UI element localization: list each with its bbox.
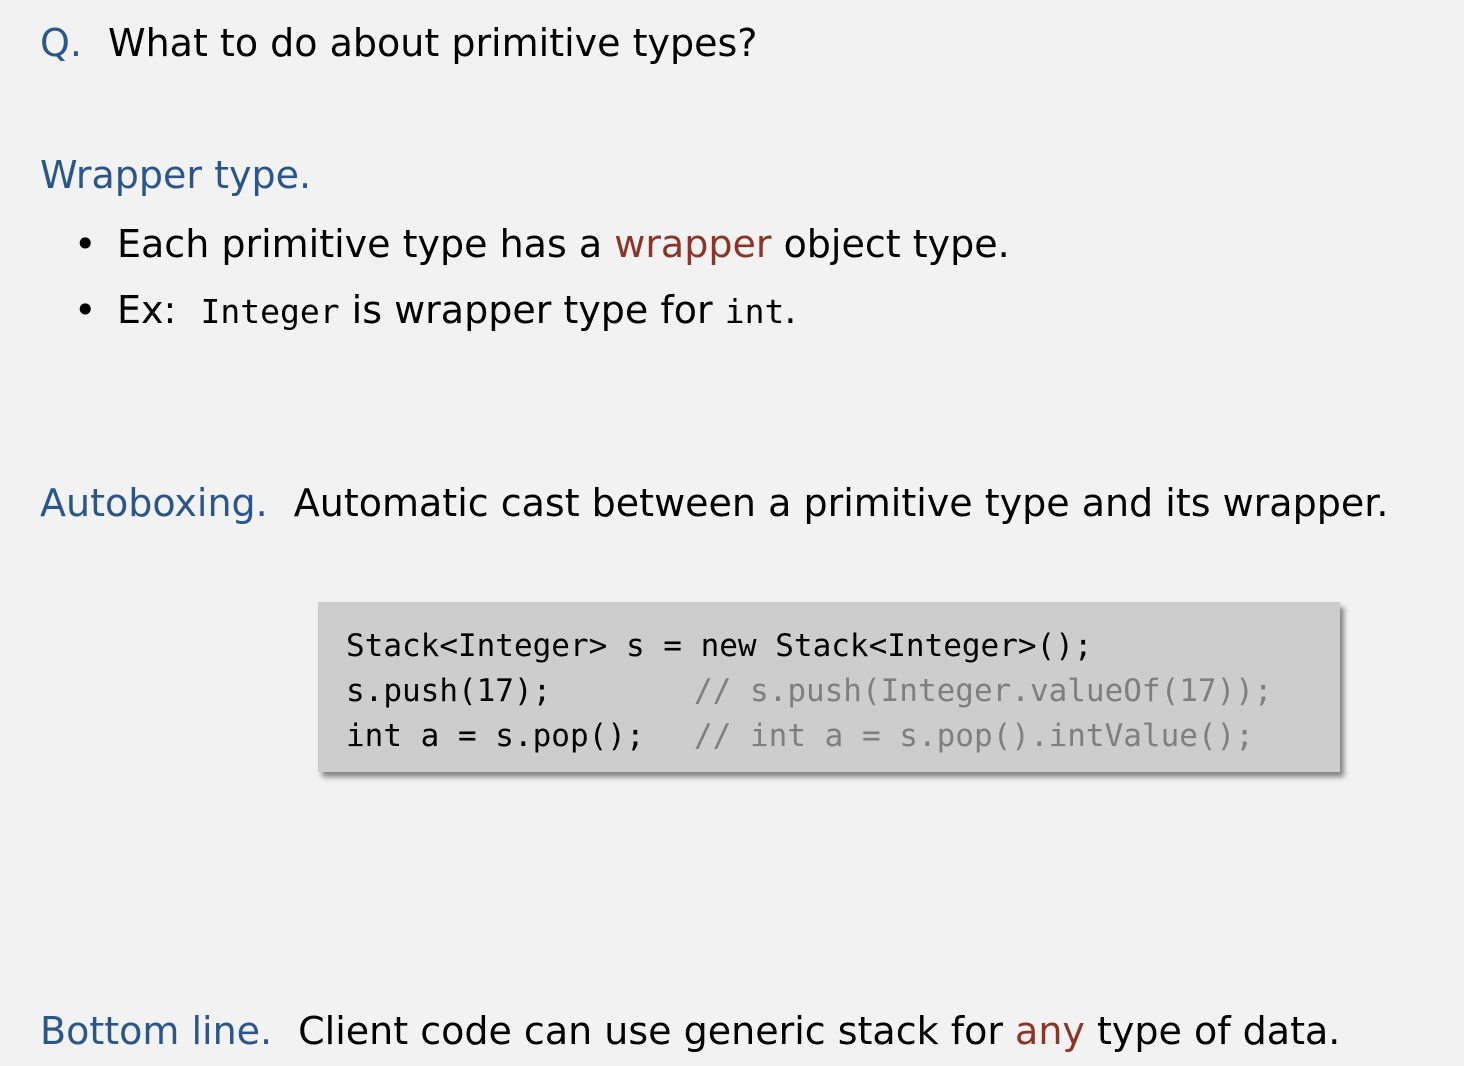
bullet-dot: •	[74, 222, 97, 266]
period: .	[784, 288, 797, 332]
int-code: int	[724, 292, 785, 331]
question-prefix: Q.	[40, 21, 82, 65]
example-prefix: Ex:	[117, 288, 177, 332]
code-statement: int a = s.pop();	[346, 718, 645, 754]
question-text: What to do about primitive types?	[108, 21, 758, 65]
bottom-line: Bottom line. Client code can use generic …	[40, 1012, 1340, 1050]
integer-code: Integer	[200, 292, 340, 331]
bottom-line-text-end: type of data.	[1097, 1009, 1341, 1053]
code-statement: s.push(17);	[346, 673, 552, 709]
any-highlight: any	[1015, 1009, 1085, 1053]
code-block: Stack<Integer> s = new Stack<Integer>();…	[318, 602, 1340, 772]
code-statement: Stack<Integer> s = new Stack<Integer>();	[346, 628, 1093, 664]
bullet-dot: •	[74, 288, 97, 332]
list-item: • Ex: Integer is wrapper type for int.	[74, 288, 1010, 354]
code-line: int a = s.pop(); // int a = s.pop().intVa…	[346, 714, 1340, 759]
bullet-text-end: object type.	[783, 222, 1010, 266]
code-line: s.push(17); // s.push(Integer.valueOf(17)…	[346, 669, 1340, 714]
bullet-text: is wrapper type for	[351, 288, 713, 332]
code-comment: // int a = s.pop().intValue();	[694, 718, 1254, 754]
wrapper-type-heading: Wrapper type.	[40, 153, 312, 197]
autoboxing-heading: Autoboxing.	[40, 481, 268, 525]
autoboxing-text: Automatic cast between a primitive type …	[293, 481, 1389, 525]
autoboxing-line: Autoboxing. Automatic cast between a prim…	[40, 484, 1388, 522]
list-item: • Each primitive type has a wrapper obje…	[74, 222, 1010, 288]
bullet-text: Each primitive type has a	[117, 222, 603, 266]
code-comment: // s.push(Integer.valueOf(17));	[694, 673, 1273, 709]
bottom-line-text: Client code can use generic stack for	[298, 1009, 1003, 1053]
question-line: Q. What to do about primitive types?	[40, 24, 757, 62]
wrapper-highlight: wrapper	[614, 222, 772, 266]
bottom-line-heading: Bottom line.	[40, 1009, 273, 1053]
code-line: Stack<Integer> s = new Stack<Integer>();	[346, 624, 1340, 669]
wrapper-bullet-list: • Each primitive type has a wrapper obje…	[74, 222, 1010, 354]
